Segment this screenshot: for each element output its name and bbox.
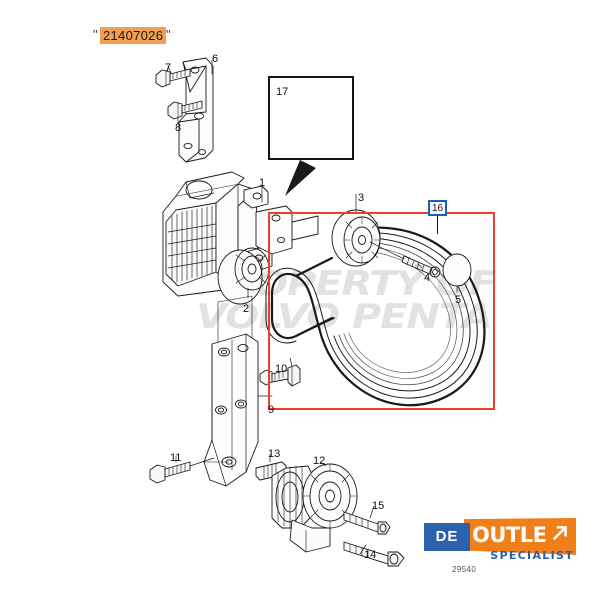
de-outlet-specialist-logo: DE OUTLE SPECIALIST: [424, 515, 576, 563]
callout-8[interactable]: 8: [175, 122, 182, 134]
callout-7[interactable]: 7: [165, 62, 172, 74]
callout-3[interactable]: 3: [358, 192, 365, 204]
callout-12[interactable]: 12: [313, 455, 326, 467]
callout-14[interactable]: 14: [364, 549, 377, 561]
reference-number: 29540: [452, 565, 477, 574]
callout-13[interactable]: 13: [268, 448, 281, 460]
logo-specialist-text: SPECIALIST: [490, 549, 574, 562]
callout-15[interactable]: 15: [372, 500, 385, 512]
highlighted-item-badge[interactable]: 16: [428, 200, 447, 216]
logo-outlet-text: OUTLE: [472, 523, 547, 547]
part-number-quote-close: ": [166, 27, 171, 42]
callout-2[interactable]: 2: [243, 303, 250, 315]
callout-4[interactable]: 4: [424, 272, 431, 284]
detail-inset-frame: [268, 76, 354, 160]
callout-11[interactable]: 11: [170, 452, 182, 464]
badge-leader-line: [437, 216, 438, 234]
callout-6[interactable]: 6: [212, 53, 219, 65]
callout-9[interactable]: 9: [268, 404, 275, 416]
callout-17[interactable]: 17: [276, 86, 289, 98]
callout-1[interactable]: 1: [259, 177, 266, 189]
part-number-label: 21407026: [100, 27, 167, 44]
logo-de-badge: DE: [424, 523, 470, 551]
callout-10[interactable]: 10: [275, 363, 288, 375]
part-number-quote-open: ": [93, 27, 98, 42]
logo-arrow-icon: [552, 526, 567, 541]
callout-5[interactable]: 5: [455, 294, 462, 306]
